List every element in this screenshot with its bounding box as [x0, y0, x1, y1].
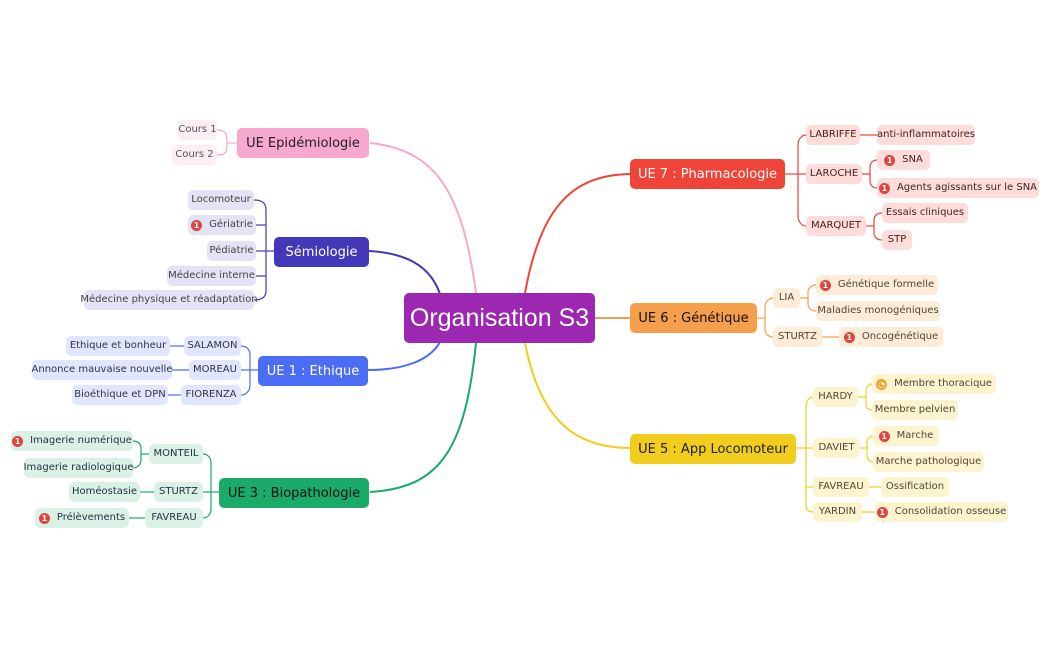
pharmacologie-topic[interactable]: 1 Agents agissants sur le SNA [877, 178, 1039, 198]
pharmacologie-topic[interactable]: anti-inflammatoires [877, 125, 975, 145]
ue-ethique-node[interactable]: UE 1 : Ethique [258, 356, 368, 386]
ethique-topic[interactable]: Bioéthique et DPN [72, 385, 168, 405]
priority-1-icon: 1 [876, 506, 888, 518]
locomoteur-teacher[interactable]: YARDIN [813, 502, 862, 522]
biopathologie-teacher[interactable]: STURTZ [154, 482, 203, 502]
locomoteur-topic[interactable]: 1 Marche [873, 426, 939, 446]
biopathologie-topic-label: Prélèvements [56, 512, 126, 523]
pharmacologie-teacher[interactable]: LAROCHE [806, 164, 862, 184]
biopathologie-topic[interactable]: Homéostasie [69, 482, 140, 502]
semiologie-item[interactable]: Médecine physique et réadaptation [80, 290, 258, 310]
priority-1-icon: 1 [878, 182, 890, 194]
locomoteur-topic[interactable]: ◔ Membre thoracique [872, 374, 996, 394]
genetique-topic[interactable]: Maladies monogéniques [816, 301, 940, 321]
priority-1-icon: 1 [884, 154, 896, 166]
ethique-topic[interactable]: Annonce mauvaise nouvelle [32, 360, 172, 380]
locomoteur-topic[interactable]: Marche pathologique [873, 452, 984, 472]
priority-1-icon: 1 [843, 331, 855, 343]
ue-genetique-node[interactable]: UE 6 : Génétique [630, 303, 757, 333]
semiologie-item[interactable]: Pédiatrie [207, 241, 256, 261]
ethique-teacher[interactable]: MOREAU [189, 360, 241, 380]
locomoteur-teacher[interactable]: HARDY [813, 387, 858, 407]
ue-locomoteur-node[interactable]: UE 5 : App Locomoteur [630, 434, 796, 464]
locomoteur-topic[interactable]: 1 Consolidation osseuse [875, 502, 1008, 522]
root-topic[interactable]: Organisation S3 [404, 293, 595, 343]
priority-1-icon: 1 [878, 430, 890, 442]
genetique-topic-label: Oncogénétique [861, 331, 939, 342]
locomoteur-topic[interactable]: Ossification [881, 477, 949, 497]
locomoteur-topic-label: Marche [896, 430, 934, 441]
pharmacologie-teacher[interactable]: MARQUET [806, 216, 866, 236]
half-progress-icon: ◔ [876, 378, 888, 390]
semiologie-item[interactable]: Locomoteur [188, 190, 254, 210]
semiologie-item-label: Gériatrie [209, 219, 253, 230]
connector-ethique [367, 341, 441, 371]
priority-1-icon: 1 [12, 435, 24, 447]
genetique-teacher[interactable]: STURTZ [773, 327, 822, 347]
ue-epidemiologie-node[interactable]: UE Epidémiologie [237, 128, 369, 158]
biopathologie-topic[interactable]: Imagerie radiologique [24, 458, 133, 478]
priority-1-icon: 1 [38, 512, 50, 524]
locomoteur-topic[interactable]: Membre pelvien [872, 400, 958, 420]
connector-biopathologie [369, 342, 477, 493]
pharmacologie-topic[interactable]: Essais cliniques [882, 203, 968, 223]
genetique-teacher[interactable]: LIA [773, 288, 800, 308]
biopathologie-topic[interactable]: 1 Prélèvements [35, 508, 129, 528]
pharmacologie-topic-label: SNA [902, 154, 923, 165]
biopathologie-topic-label: Imagerie numérique [30, 435, 132, 446]
ethique-topic[interactable]: Ethique et bonheur [66, 336, 170, 356]
ethique-teacher[interactable]: SALAMON [184, 336, 241, 356]
pharmacologie-teacher[interactable]: LABRIFFE [806, 125, 860, 145]
pharmacologie-topic[interactable]: 1 SNA [877, 150, 930, 170]
genetique-topic[interactable]: 1 Génétique formelle [816, 275, 938, 295]
semiologie-item[interactable]: 1 Gériatrie [188, 215, 256, 235]
biopathologie-topic[interactable]: 1 Imagerie numérique [11, 431, 133, 451]
priority-1-icon: 1 [191, 219, 203, 231]
pharmacologie-topic-label: Agents agissants sur le SNA [896, 182, 1038, 193]
locomoteur-topic-label: Membre thoracique [894, 378, 992, 389]
priority-1-icon: 1 [819, 279, 831, 291]
genetique-topic[interactable]: 1 Oncogénétique [839, 327, 943, 347]
genetique-topic-label: Génétique formelle [837, 279, 935, 290]
locomoteur-teacher[interactable]: DAVIET [813, 438, 860, 458]
epidemiologie-item[interactable]: Cours 2 [172, 145, 217, 165]
connector-semiologie [368, 250, 441, 295]
semiologie-node[interactable]: Sémiologie [274, 237, 369, 267]
pharmacologie-topic[interactable]: STP [882, 230, 912, 250]
epidemiologie-item[interactable]: Cours 1 [178, 120, 217, 140]
connector-locomoteur [524, 342, 631, 449]
locomoteur-teacher[interactable]: FAVREAU [813, 477, 869, 497]
semiologie-item[interactable]: Médecine interne [167, 266, 256, 286]
connector-pharmacologie [524, 173, 631, 294]
connector-epidemiologie [369, 142, 477, 294]
ue-biopathologie-node[interactable]: UE 3 : Biopathologie [219, 478, 369, 508]
ue-pharmacologie-node[interactable]: UE 7 : Pharmacologie [630, 159, 785, 189]
biopathologie-teacher[interactable]: FAVREAU [145, 508, 203, 528]
biopathologie-teacher[interactable]: MONTEIL [149, 444, 203, 464]
ethique-teacher[interactable]: FIORENZA [181, 385, 241, 405]
locomoteur-topic-label: Consolidation osseuse [894, 506, 1007, 517]
